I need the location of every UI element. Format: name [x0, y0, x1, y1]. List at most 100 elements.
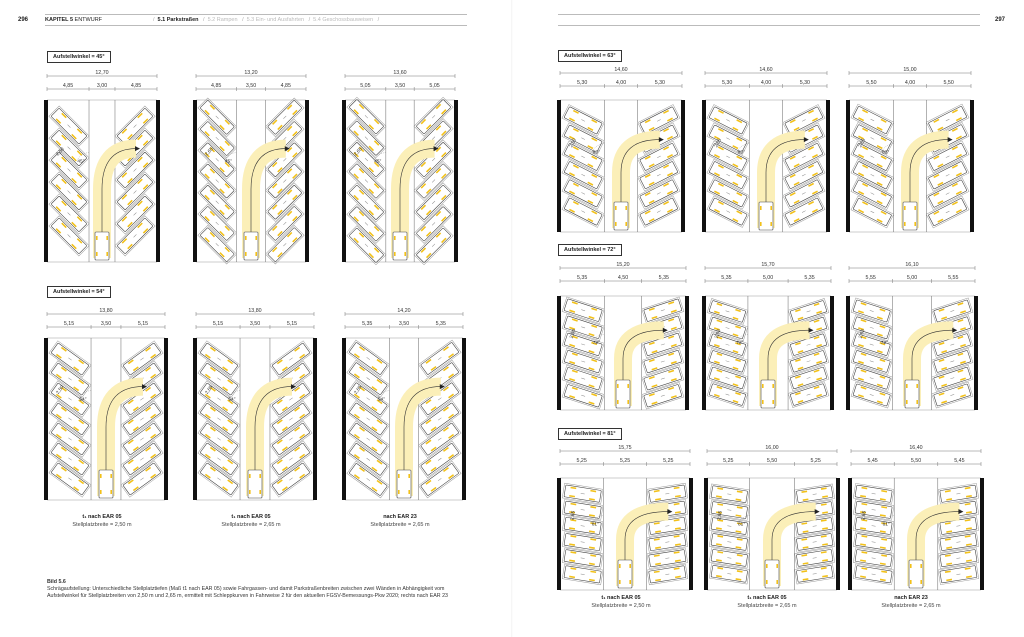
parked-car — [197, 161, 237, 201]
dimension-left-stall: 5,35 — [577, 275, 587, 281]
parked-car — [937, 547, 980, 569]
wheel-marking — [55, 140, 62, 146]
wheel-marking — [353, 173, 359, 179]
dimension-left-stall: 5,15 — [213, 321, 223, 327]
parked-car — [48, 149, 90, 191]
wheel-marking — [420, 226, 427, 232]
wheel-marking — [435, 232, 442, 238]
parked-car — [931, 364, 974, 392]
wheel-marking — [425, 252, 432, 259]
wheel-marking — [292, 152, 298, 158]
wheel-marking — [572, 182, 579, 187]
stall-depth: 2,50 — [55, 146, 66, 157]
breadcrumb-item-active[interactable]: 5.1 Parkstraßen — [157, 17, 199, 23]
wheel-marking — [61, 200, 67, 207]
wheel-marking — [801, 554, 808, 557]
wall-left — [702, 100, 706, 232]
wheel-marking — [880, 118, 887, 123]
wheel-marking — [209, 231, 216, 238]
wheel-marking — [795, 392, 801, 396]
angle-arc — [880, 334, 893, 343]
wheel-marking — [425, 167, 432, 173]
breadcrumb-item[interactable]: 5.3 Ein- und Ausfahrten — [246, 17, 305, 23]
wheel-marking — [292, 173, 298, 179]
wheel-marking — [127, 177, 133, 184]
driving-arrow — [250, 148, 286, 258]
wheel-marking — [353, 353, 360, 359]
wheel-marking — [150, 353, 157, 359]
wheel-marking — [591, 119, 598, 124]
parked-car — [269, 400, 313, 438]
wheel-marking — [879, 308, 886, 312]
dimension-aisle: 5,50 — [911, 458, 921, 464]
wheel-marking — [569, 117, 575, 122]
wheel-marking — [648, 126, 655, 131]
wheel-marking — [587, 181, 594, 186]
stall-depth: 2,65 — [569, 510, 576, 520]
wheel-marking — [590, 554, 597, 557]
wheel-marking — [876, 163, 883, 168]
breadcrumb-item[interactable]: 5.2 Rampen — [207, 17, 238, 23]
wheel-marking — [286, 104, 293, 110]
dimension-right-stall: 5,15 — [287, 321, 297, 327]
arrow-head-icon — [439, 384, 445, 390]
wheel-marking — [60, 466, 67, 472]
wheel-marking — [121, 216, 128, 222]
wheel-marking — [569, 575, 576, 579]
wheel-marking — [937, 163, 944, 168]
wall-right — [836, 478, 840, 590]
wheel-marking — [371, 386, 378, 392]
wheel-marking — [797, 366, 804, 370]
wheel-marking — [955, 172, 962, 177]
caption-title: t₁ nach EAR 05 — [231, 514, 271, 520]
wheel-marking — [358, 189, 365, 195]
parked-car — [120, 400, 164, 438]
wheel-marking — [442, 346, 449, 352]
dimension-right-stall: 5,25 — [811, 458, 821, 464]
breadcrumb-item[interactable]: 5.4 Geschossbauweisen — [313, 17, 374, 23]
wheel-marking — [353, 194, 359, 201]
parking-stalls — [561, 482, 689, 586]
wheel-marking — [425, 479, 432, 485]
wheel-marking — [860, 559, 867, 562]
parked-car — [418, 380, 462, 418]
wheel-marking — [142, 162, 149, 168]
wheel-marking — [933, 155, 940, 160]
wheel-marking — [651, 401, 658, 405]
wheel-marking — [277, 209, 283, 216]
wheel-marking — [142, 228, 149, 234]
parked-car — [561, 347, 605, 376]
wheel-marking — [732, 199, 739, 204]
wheel-marking — [368, 167, 375, 173]
parked-car — [197, 118, 237, 159]
wheel-marking — [644, 155, 651, 160]
wheel-marking — [860, 352, 867, 356]
angle-label-45: Aufstellwinkel = 45° — [47, 51, 111, 63]
dimension-aisle: 4,00 — [905, 80, 915, 86]
parked-car — [413, 225, 454, 266]
wheel-marking — [353, 130, 359, 136]
wheel-marking — [717, 535, 724, 538]
wheel-marking — [736, 137, 743, 142]
dimension-right-stall: 5,05 — [429, 83, 439, 89]
dimension-lines — [344, 74, 456, 91]
wheel-marking — [376, 399, 383, 405]
wheel-marking — [224, 225, 230, 231]
wheel-marking — [590, 489, 597, 493]
wheel-marking — [55, 433, 62, 439]
wheel-marking — [735, 342, 741, 346]
wheel-marking — [591, 358, 598, 363]
wheel-marking — [591, 192, 598, 197]
wheel-marking — [651, 315, 658, 320]
wheel-marking — [569, 190, 575, 195]
parked-car — [114, 149, 156, 191]
wheel-marking — [861, 535, 868, 538]
dimension-lines — [706, 449, 838, 466]
wheel-marking — [569, 135, 575, 140]
wheel-marking — [441, 194, 447, 201]
wheel-marking — [590, 538, 597, 541]
wheel-marking — [951, 201, 958, 206]
wheel-marking — [655, 546, 662, 550]
wheel-marking — [668, 369, 675, 374]
